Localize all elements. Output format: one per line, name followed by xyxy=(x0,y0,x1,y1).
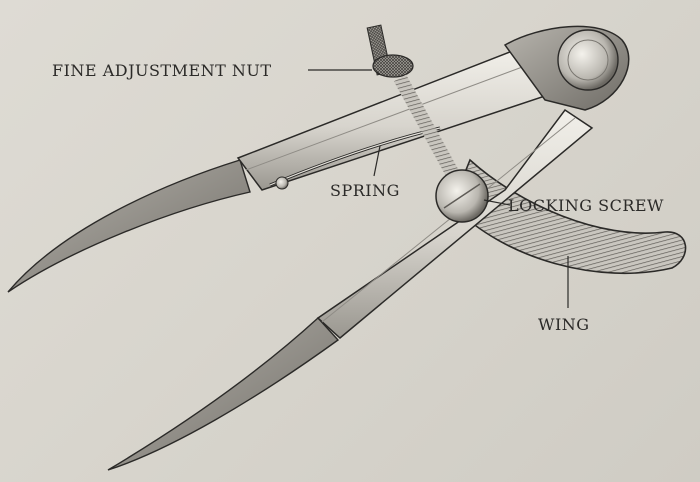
callout-leaders xyxy=(308,69,569,308)
label-wing: WING xyxy=(538,315,590,334)
spring xyxy=(269,126,441,190)
label-spring: SPRING xyxy=(330,181,400,200)
locking-screw xyxy=(435,169,489,223)
upper-leg xyxy=(7,49,547,293)
label-fine-adjustment-nut: FINE ADJUSTMENT NUT xyxy=(52,61,272,80)
label-locking-screw: LOCKING SCREW xyxy=(508,196,664,215)
adjustment-screw xyxy=(366,24,462,182)
lower-leg xyxy=(107,108,594,471)
fine-adjustment-nut xyxy=(372,54,414,78)
caliper-head xyxy=(503,25,630,111)
wing xyxy=(451,158,687,275)
